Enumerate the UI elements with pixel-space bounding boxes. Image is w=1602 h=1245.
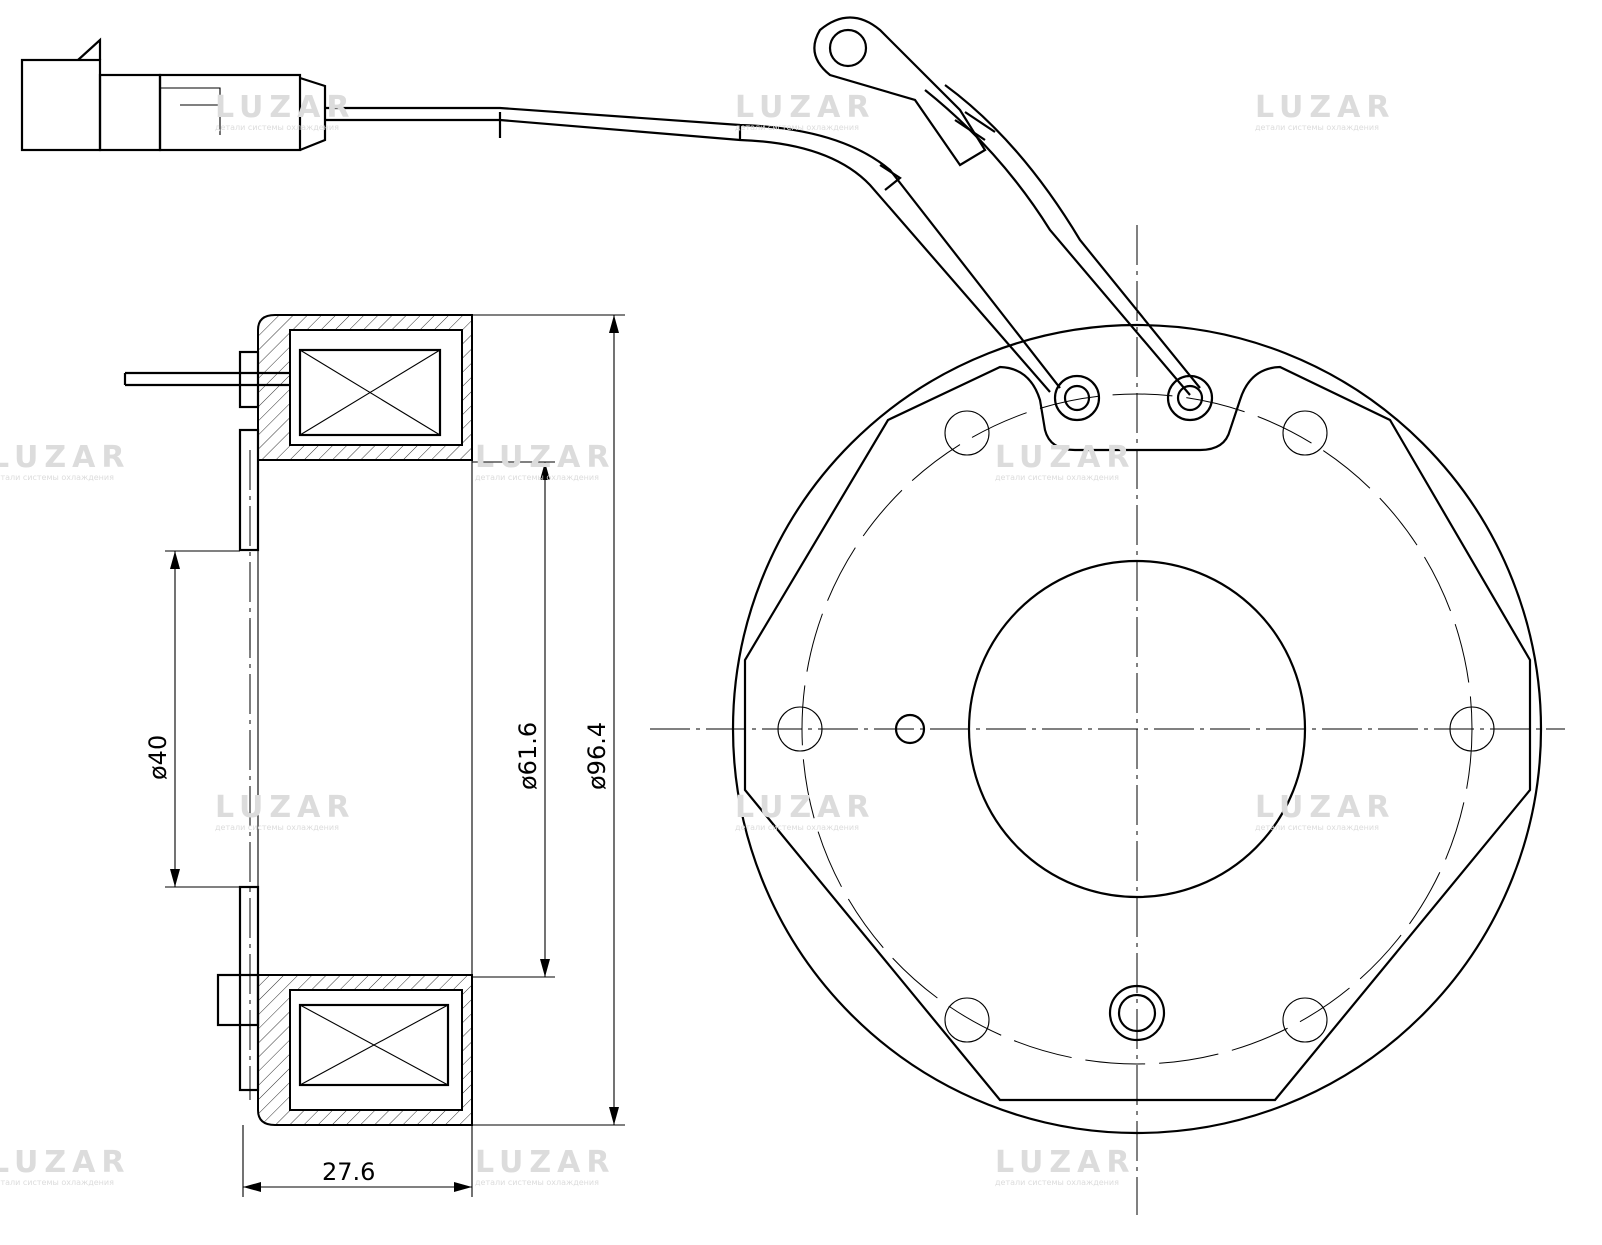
coil-front-view [650, 225, 1565, 1215]
dimension-lines [165, 314, 625, 1197]
lead-wire [325, 16, 1201, 396]
dim-outer-diameter: ø96.4 [583, 722, 611, 790]
dim-middle-diameter: ø61.6 [514, 722, 542, 790]
dim-inner-diameter: ø40 [144, 735, 172, 780]
electrical-connector [20, 37, 327, 152]
dim-width: 27.6 [322, 1158, 375, 1186]
coil-section-view [123, 314, 473, 1126]
